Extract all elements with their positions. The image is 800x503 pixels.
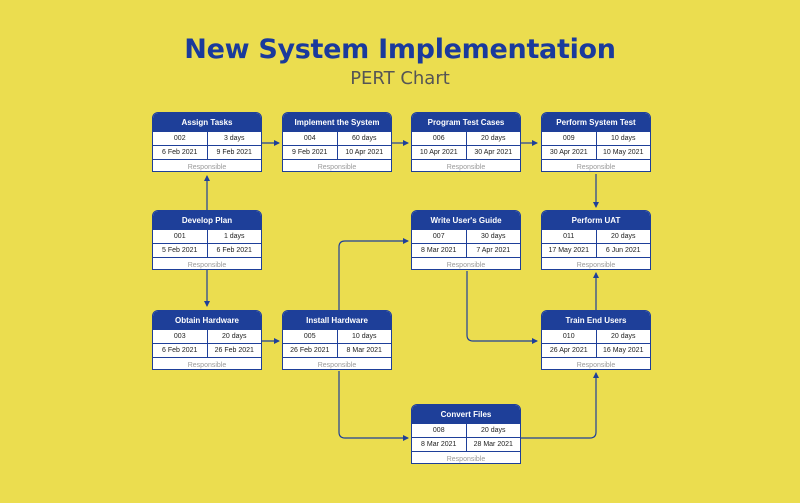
node-start: 10 Apr 2021 [419, 149, 458, 156]
node-title: Train End Users [542, 311, 650, 330]
node-end: 28 Mar 2021 [465, 438, 521, 451]
node-assign-tasks[interactable]: Assign Tasks 002 3 days 6 Feb 2021 9 Feb 2… [152, 112, 262, 172]
node-perform-uat[interactable]: Perform UAT 011 20 days 17 May 2021 6 Jun … [541, 210, 651, 270]
node-duration: 20 days [206, 330, 262, 343]
node-title: Obtain Hardware [153, 311, 261, 330]
node-responsible: Responsible [317, 163, 357, 171]
node-end: 7 Apr 2021 [465, 244, 521, 257]
node-duration: 30 days [465, 230, 521, 243]
node-id: 006 [432, 135, 445, 142]
node-id: 001 [173, 233, 186, 240]
node-duration: 20 days [595, 330, 651, 343]
edge-guide-train [466, 271, 538, 344]
node-responsible: Responsible [187, 163, 227, 171]
node-responsible: Responsible [317, 361, 357, 369]
node-start: 26 Apr 2021 [549, 347, 588, 354]
node-responsible: Responsible [576, 361, 616, 369]
node-start: 6 Feb 2021 [162, 149, 198, 156]
node-duration: 3 days [206, 132, 262, 145]
node-id: 002 [173, 135, 186, 142]
node-end: 8 Mar 2021 [336, 344, 392, 357]
node-install-hardware[interactable]: Install Hardware 005 10 days 26 Feb 2021 8… [282, 310, 392, 370]
node-title: Convert Files [412, 405, 520, 424]
edge-install-guide [338, 238, 409, 310]
node-obtain-hardware[interactable]: Obtain Hardware 003 20 days 6 Feb 2021 26 … [152, 310, 262, 370]
node-perform-system-test[interactable]: Perform System Test 009 10 days 30 Apr 20… [541, 112, 651, 172]
node-start: 8 Mar 2021 [421, 247, 457, 254]
node-start: 17 May 2021 [548, 247, 589, 254]
page-subtitle: PERT Chart [350, 68, 450, 89]
node-end: 10 Apr 2021 [336, 146, 392, 159]
node-duration: 10 days [336, 330, 392, 343]
node-id: 008 [432, 427, 445, 434]
edge-install-convert [338, 371, 409, 441]
node-start: 6 Feb 2021 [162, 347, 198, 354]
node-title: Perform System Test [542, 113, 650, 132]
node-responsible: Responsible [576, 261, 616, 269]
node-end: 26 Feb 2021 [206, 344, 262, 357]
node-id: 007 [432, 233, 445, 240]
node-responsible: Responsible [446, 261, 486, 269]
node-write-users-guide[interactable]: Write User's Guide 007 30 days 8 Mar 2021… [411, 210, 521, 270]
node-responsible: Responsible [187, 361, 227, 369]
node-end: 16 May 2021 [595, 344, 651, 357]
node-duration: 60 days [336, 132, 392, 145]
node-id: 011 [563, 233, 575, 240]
node-end: 6 Feb 2021 [206, 244, 262, 257]
node-duration: 20 days [595, 230, 651, 243]
node-convert-files[interactable]: Convert Files 008 20 days 8 Mar 2021 28 Ma… [411, 404, 521, 464]
node-duration: 20 days [465, 132, 521, 145]
node-end: 9 Feb 2021 [206, 146, 262, 159]
node-id: 005 [303, 333, 316, 340]
node-title: Write User's Guide [412, 211, 520, 230]
node-implement-system[interactable]: Implement the System 004 60 days 9 Feb 20… [282, 112, 392, 172]
node-title: Implement the System [283, 113, 391, 132]
node-id: 010 [562, 333, 575, 340]
node-duration: 1 days [206, 230, 262, 243]
node-start: 5 Feb 2021 [162, 247, 198, 254]
node-start: 8 Mar 2021 [421, 441, 457, 448]
node-title: Program Test Cases [412, 113, 520, 132]
node-start: 26 Feb 2021 [290, 347, 330, 354]
node-end: 30 Apr 2021 [465, 146, 521, 159]
node-id: 009 [562, 135, 575, 142]
node-responsible: Responsible [446, 455, 486, 463]
node-responsible: Responsible [576, 163, 616, 171]
node-duration: 20 days [465, 424, 521, 437]
node-start: 30 Apr 2021 [549, 149, 588, 156]
node-responsible: Responsible [187, 261, 227, 269]
node-end: 10 May 2021 [595, 146, 651, 159]
node-title: Assign Tasks [153, 113, 261, 132]
node-develop-plan[interactable]: Develop Plan 001 1 days 5 Feb 2021 6 Feb 2… [152, 210, 262, 270]
node-title: Develop Plan [153, 211, 261, 230]
node-id: 004 [303, 135, 316, 142]
node-id: 003 [173, 333, 186, 340]
node-title: Install Hardware [283, 311, 391, 330]
node-responsible: Responsible [446, 163, 486, 171]
node-end: 6 Jun 2021 [595, 244, 651, 257]
node-duration: 10 days [595, 132, 651, 145]
node-start: 9 Feb 2021 [292, 149, 328, 156]
node-program-test-cases[interactable]: Program Test Cases 006 20 days 10 Apr 202… [411, 112, 521, 172]
edge-convert-train [521, 372, 599, 439]
node-train-end-users[interactable]: Train End Users 010 20 days 26 Apr 2021 16… [541, 310, 651, 370]
page-title: New System Implementation [184, 34, 616, 65]
node-title: Perform UAT [542, 211, 650, 230]
